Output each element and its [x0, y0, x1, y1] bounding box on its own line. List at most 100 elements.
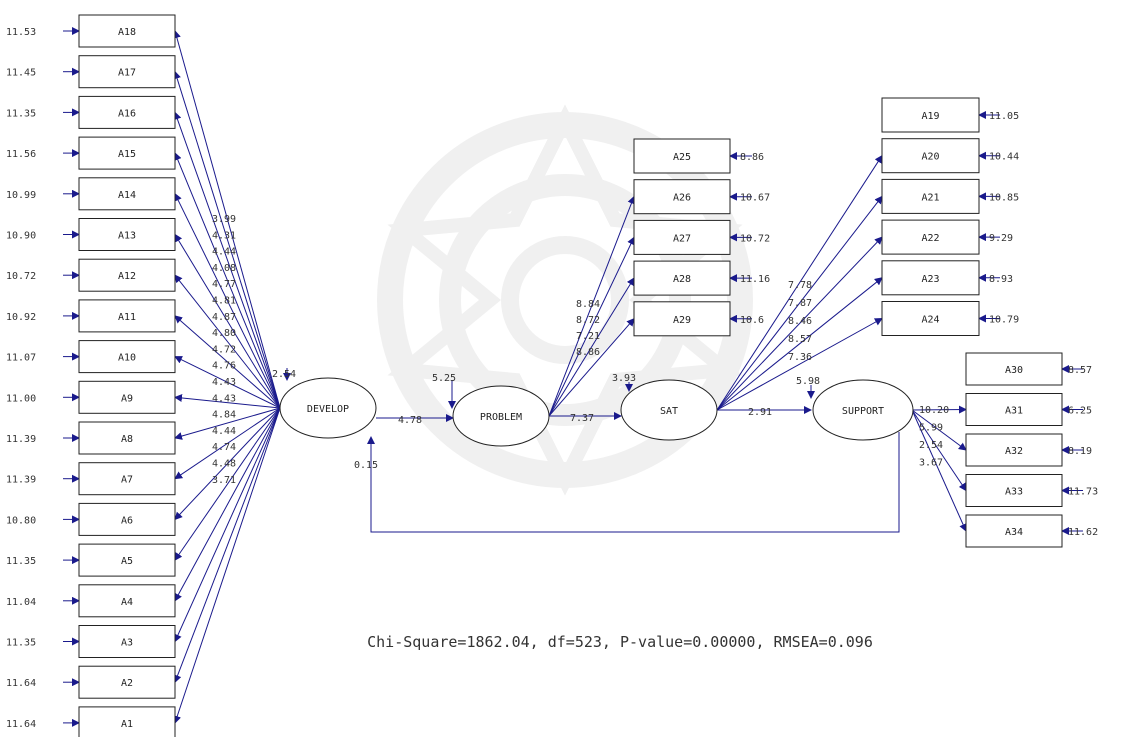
- indicator-a26-label: A26: [673, 193, 691, 204]
- loading-a4: 4.74: [212, 442, 236, 453]
- indicator-a33-label: A33: [1005, 487, 1023, 498]
- indicator-a12-label: A12: [118, 271, 136, 282]
- indicator-a30-label: A30: [1005, 365, 1023, 376]
- loading-arrow-a4: [174, 407, 281, 602]
- indicator-a32: [965, 433, 1063, 467]
- error-a5: 11.35: [6, 556, 36, 567]
- indicator-a6-label: A6: [121, 515, 133, 526]
- indicator-a4: [78, 584, 176, 618]
- error-a16: 11.35: [6, 108, 36, 119]
- indicator-a24-label: A24: [921, 315, 939, 326]
- indicator-a18: [78, 14, 176, 48]
- loading-a15: 4.08: [212, 263, 236, 274]
- latent-support-label: SUPPORT: [842, 406, 884, 417]
- indicator-a3-label: A3: [121, 638, 133, 649]
- loading-arrow-a20: [716, 154, 883, 411]
- latent-support: [812, 379, 914, 441]
- error-a20: 10.44: [989, 152, 1019, 163]
- loading-a34: 3.67: [919, 458, 943, 469]
- indicator-a19: [881, 97, 980, 133]
- connector-lines: [63, 27, 1083, 727]
- loading-a9: 4.76: [212, 361, 236, 372]
- error-a11: 10.92: [6, 312, 36, 323]
- diagram-nodes: [78, 14, 1063, 737]
- loading-arrow-a16: [173, 111, 281, 409]
- error-a9: 11.00: [6, 393, 36, 404]
- indicator-a11-label: A11: [118, 312, 136, 323]
- error-a3: 11.35: [6, 638, 36, 649]
- loading-a28: 7.21: [576, 331, 600, 342]
- latent-develop: [279, 377, 377, 439]
- indicator-a10: [78, 340, 176, 374]
- loading-a23: 8.57: [788, 334, 812, 345]
- indicator-a31-label: A31: [1005, 406, 1023, 417]
- loading-a26: 8.84: [576, 299, 600, 310]
- loading-arrow-a5: [174, 407, 281, 561]
- indicator-a13-label: A13: [118, 231, 136, 242]
- loading-a11: 4.80: [212, 328, 236, 339]
- indicator-a25-label: A25: [673, 152, 691, 163]
- indicator-a20-label: A20: [921, 152, 939, 163]
- error-a13: 10.90: [6, 231, 36, 242]
- loading-arrow-a22: [716, 236, 883, 411]
- loading-arrow-a10: [174, 356, 281, 409]
- indicator-a29-label: A29: [673, 315, 691, 326]
- loading-arrow-a1: [173, 407, 281, 724]
- indicator-a27-label: A27: [673, 233, 691, 244]
- loading-arrow-a23: [716, 277, 883, 411]
- latent-problem: [452, 385, 550, 447]
- loading-arrow-a13: [174, 233, 281, 409]
- indicator-a20: [881, 138, 980, 174]
- indicator-a25: [633, 138, 731, 174]
- indicator-a16-label: A16: [118, 108, 136, 119]
- error-a30: 8.57: [1068, 365, 1092, 376]
- indicator-a22-label: A22: [921, 233, 939, 244]
- indicator-a33: [965, 474, 1063, 507]
- loading-a20: 7.78: [788, 280, 812, 291]
- error-a29: 10.6: [740, 315, 764, 326]
- indicator-a19-label: A19: [921, 111, 939, 122]
- loading-a31: 10.20: [919, 405, 949, 416]
- error-a25: 8.86: [740, 152, 764, 163]
- indicator-a23: [881, 260, 980, 296]
- indicator-a7-label: A7: [121, 475, 133, 486]
- error-a8: 11.39: [6, 434, 36, 445]
- loading-a22: 8.46: [788, 316, 812, 327]
- loading-arrow-a17: [173, 70, 281, 409]
- indicator-a1: [78, 706, 176, 737]
- loading-a16: 4.44: [212, 247, 236, 258]
- loading-arrow-a27: [548, 236, 635, 417]
- indicator-a1-label: A1: [121, 719, 133, 730]
- loading-arrow-a24: [716, 318, 883, 411]
- indicator-a30: [965, 352, 1063, 386]
- loading-arrow-a12: [174, 274, 281, 409]
- loading-arrow-a31: [911, 405, 967, 414]
- indicator-a15-label: A15: [118, 149, 136, 160]
- error-a31: 6.25: [1068, 406, 1092, 417]
- loading-a18: 3.99: [212, 214, 236, 225]
- latent-develop-label: DEVELOP: [307, 404, 349, 415]
- loading-a14: 4.77: [212, 279, 236, 290]
- loading-a8: 4.43: [212, 377, 236, 388]
- loading-a33: 2.54: [919, 440, 943, 451]
- error-a32: 8.19: [1068, 446, 1092, 457]
- path-support-develop-label: 0.15: [354, 460, 378, 471]
- error-a12: 10.72: [6, 271, 36, 282]
- error-a14: 10.99: [6, 190, 36, 201]
- loading-a2: 3.71: [212, 475, 236, 486]
- indicator-a5: [78, 543, 176, 577]
- indicator-a26: [633, 179, 731, 215]
- loading-arrow-a28: [548, 277, 635, 417]
- loading-a5: 4.44: [212, 426, 236, 437]
- indicator-a6: [78, 502, 176, 536]
- path-develop-problem-label: 4.78: [398, 415, 422, 426]
- indicator-a7: [78, 462, 176, 496]
- error-a21: 10.85: [989, 192, 1019, 203]
- loading-a12: 4.87: [212, 312, 236, 323]
- loading-arrow-a9: [174, 394, 281, 409]
- indicator-a27: [633, 219, 731, 255]
- indicator-a22: [881, 219, 980, 255]
- indicator-a12: [78, 258, 176, 292]
- error-a7: 11.39: [6, 475, 36, 486]
